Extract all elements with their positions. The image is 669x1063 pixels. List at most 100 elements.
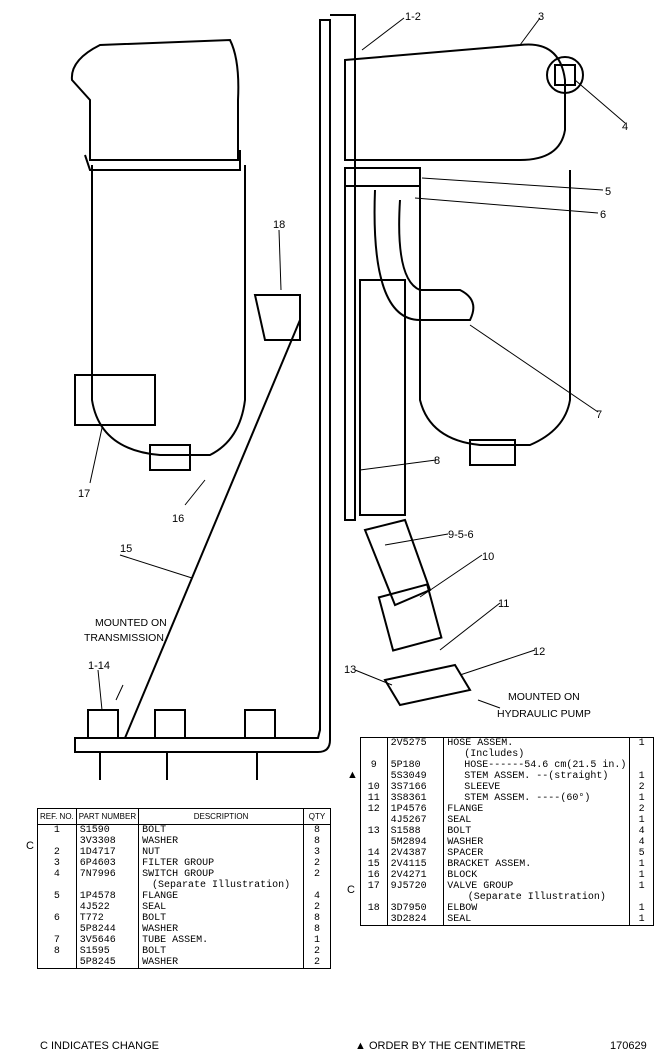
bolt-spacer-2 xyxy=(154,709,186,739)
part-cell: 5P8245 xyxy=(76,957,140,969)
desc-cell: (Separate Illustration) xyxy=(138,880,304,891)
part-cell: S1590 xyxy=(76,824,140,836)
qty-cell: 1 xyxy=(313,935,320,946)
callout-6: 6 xyxy=(600,209,606,221)
callout-1-14: 1-14 xyxy=(88,660,110,672)
desc-cell: SLEEVE xyxy=(443,782,631,793)
desc-cell: FILTER GROUP xyxy=(138,858,304,869)
desc-cell: HOSE ASSEM. xyxy=(443,737,631,749)
bolt-spacer-3 xyxy=(244,709,276,739)
ref-cell: 14 xyxy=(360,848,388,859)
desc-cell: (Separate Illustration) xyxy=(443,892,631,903)
col-qty: QTY xyxy=(303,808,331,825)
qty-cell: 2 xyxy=(313,946,320,957)
part-cell: 4J5267 xyxy=(387,815,445,826)
qty-cell: 4 xyxy=(638,837,645,848)
ref-cell: 1 xyxy=(37,824,77,836)
desc-cell: TUBE ASSEM. xyxy=(138,935,304,946)
part-cell: 1D4717 xyxy=(76,847,140,858)
part-cell: S1595 xyxy=(76,946,140,957)
desc-cell: STEM ASSEM. ----(60°) xyxy=(443,793,631,804)
qty-cell xyxy=(304,880,331,891)
callout-13: 13 xyxy=(344,664,356,676)
ref-cell xyxy=(360,892,388,903)
part-cell: 3V5646 xyxy=(76,935,140,946)
qty-cell: 1 xyxy=(638,815,645,826)
part-cell: 5P8244 xyxy=(76,924,140,935)
ref-cell xyxy=(360,837,388,848)
desc-cell: SWITCH GROUP xyxy=(138,869,304,880)
part-cell: 3S8361 xyxy=(387,793,445,804)
qty-cell: 1 xyxy=(638,914,645,925)
ref-cell xyxy=(360,771,388,782)
part-cell xyxy=(387,749,445,760)
callout-12: 12 xyxy=(533,646,545,658)
desc-cell: NUT xyxy=(138,847,304,858)
part-cell: T772 xyxy=(76,913,140,924)
mounted-transmission-line1: MOUNTED ON xyxy=(95,617,167,629)
callout-8: 8 xyxy=(434,455,440,467)
part-cell: 1P4576 xyxy=(387,804,445,815)
ref-cell: 5 xyxy=(37,891,77,902)
callout-16: 16 xyxy=(172,513,184,525)
qty-cell: 2 xyxy=(313,902,320,913)
part-cell: 5P180 xyxy=(387,760,445,771)
callout-5: 5 xyxy=(605,186,611,198)
qty-cell: 1 xyxy=(638,859,645,870)
desc-cell: HOSE------54.6 cm(21.5 in.) xyxy=(443,760,631,771)
qty-cell: 8 xyxy=(313,913,320,924)
table-row: (Includes) xyxy=(360,749,654,760)
qty-cell: 2 xyxy=(313,858,320,869)
qty-cell: 1 xyxy=(638,881,645,892)
right-filter-head xyxy=(344,43,566,161)
brace-15 xyxy=(124,319,301,739)
right-filter-canister xyxy=(419,170,571,446)
ref-cell xyxy=(360,914,388,926)
col-part: PART NUMBER xyxy=(76,808,140,825)
callout-9-5-6: 9-5-6 xyxy=(448,529,474,541)
part-cell: 5S3049 xyxy=(387,771,445,782)
ref-cell: 15 xyxy=(360,859,388,870)
mounted-pump-line2: HYDRAULIC PUMP xyxy=(497,708,591,720)
desc-cell: SEAL xyxy=(443,914,631,926)
change-mark: C xyxy=(26,840,34,852)
ref-cell: 9 xyxy=(360,760,388,771)
desc-cell: VALVE GROUP xyxy=(443,881,631,892)
order-by-length-mark: ▲ xyxy=(347,769,358,781)
ref-cell: 7 xyxy=(37,935,77,946)
center-bracket xyxy=(330,14,356,521)
ref-cell: 6 xyxy=(37,913,77,924)
part-cell: 6P4603 xyxy=(76,858,140,869)
qty-cell: 2 xyxy=(313,869,320,880)
order-legend: ▲ ORDER BY THE CENTIMETRE xyxy=(355,1040,526,1052)
part-cell: 3V3308 xyxy=(76,836,140,847)
qty-cell: 2 xyxy=(638,782,645,793)
ref-cell: 4 xyxy=(37,869,77,880)
callout-4: 4 xyxy=(622,121,628,133)
desc-cell: BRACKET ASSEM. xyxy=(443,859,631,870)
part-cell: 2V4115 xyxy=(387,859,445,870)
ref-cell xyxy=(37,880,77,891)
callout-10: 10 xyxy=(482,551,494,563)
ref-cell xyxy=(37,902,77,913)
qty-cell xyxy=(630,760,654,771)
